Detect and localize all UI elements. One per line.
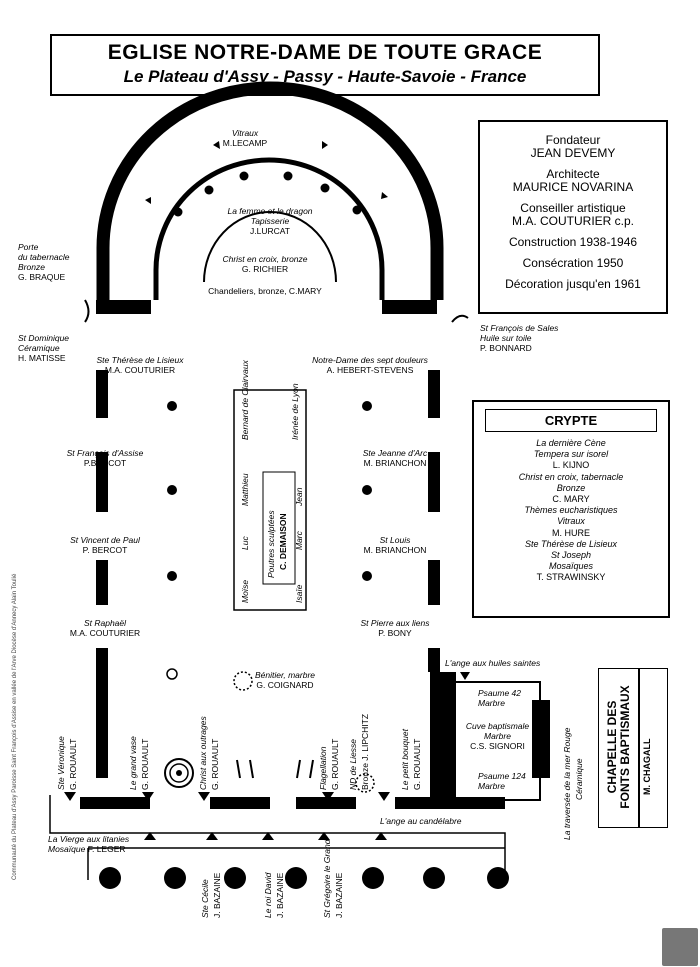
gregoire-artist: J. BAZAINE [334, 872, 344, 918]
poutres-label: Poutres sculptées [266, 510, 276, 578]
irenee-label: Irénée de Lyon [290, 383, 300, 440]
chandeliers-label: Chandeliers, bronze, C.MARY [208, 286, 322, 296]
construction-text: Construction 1938-1946 [508, 235, 638, 249]
francois-assise-label: St François d'Assise P.BERCOT [66, 448, 144, 468]
outrages-artist: G. ROUAULT [210, 738, 220, 790]
page-title: EGLISE NOTRE-DAME DE TOUTE GRACE [107, 41, 543, 64]
huiles-label: L'ange aux huiles saintes [445, 658, 541, 668]
crypte-detail: Vitraux [557, 516, 585, 527]
leger-label: La Vierge aux litanies Mosaïque F. LEGER [48, 834, 130, 854]
vitraux-label: Vitraux M.LECAMP [222, 128, 268, 148]
candelabre-label: L'ange au candélabre [380, 816, 462, 826]
david-artist: J. BAZAINE [275, 872, 285, 918]
moise-label: Moïse [240, 579, 250, 603]
architect-label: Architecte [546, 167, 600, 181]
demaison-label: C. DEMAISON [278, 513, 288, 570]
cecile-artist: J. BAZAINE [212, 872, 222, 918]
crypte-detail: Tempera sur isorel [533, 449, 609, 460]
crypte-artist: M. HURE [552, 527, 590, 538]
apse-stars [145, 141, 388, 204]
grand-vase-artist: G. ROUAULT [140, 738, 150, 790]
nd-douleurs-label: Notre-Dame des sept douleurs A. HEBERT-S… [312, 355, 428, 375]
info-box: Fondateur JEAN DEVEMY Architecte MAURICE… [478, 120, 668, 314]
flagellation-label: Flagellation [318, 746, 328, 790]
advisor-label: Conseiller artistique [520, 201, 626, 215]
liesse-label: ND de Liesse [348, 738, 358, 790]
tapestry-label: La femme et le dragon Tapisserie J.LURCA… [227, 206, 313, 236]
crypte-artist: T. STRAWINSKY [536, 572, 606, 583]
bernard-label: Bernard de Clairvaux [240, 360, 250, 440]
founder-label: Fondateur [545, 133, 601, 147]
choir-dots [173, 171, 362, 217]
crypte-detail: St Joseph [550, 550, 592, 561]
crypte-detail: Bronze [556, 482, 586, 493]
founder-name: JEAN DEVEMY [530, 146, 616, 160]
petit-bouquet-label: Le petit bouquet [400, 729, 410, 790]
chapel-divider [638, 668, 640, 828]
grand-vase-label: Le grand vase [128, 736, 138, 790]
crypte-artist: C. MARY [552, 494, 590, 505]
psaume124-label: Psaume 124 Marbre [478, 771, 526, 791]
cuve-label: Cuve baptismale Marbre C.S. SIGNORI [465, 721, 530, 751]
outrages-label: Christ aux outrages [198, 716, 208, 790]
grand-vase-icon [164, 758, 194, 788]
christ-label: Christ en croix, bronze G. RICHIER [222, 254, 308, 274]
crypte-list: La dernière Cène Tempera sur isorel L. K… [474, 438, 668, 584]
center-frame [233, 389, 307, 611]
corner-thumbnail [662, 928, 698, 966]
crypte-work: Christ en croix, tabernacle [518, 471, 624, 482]
chagall-label: M. CHAGALL [642, 738, 652, 796]
credit-text: Communauté du Plateau d'Assy Paroisse Sa… [12, 573, 18, 880]
choir-arc [153, 157, 385, 300]
lipchitz-label: Bronze J. LIPCHITZ [360, 713, 370, 790]
crypte-work: La dernière Cène [536, 438, 606, 448]
louis-label: St Louis M. BRIANCHON [363, 535, 427, 555]
crypte-work: Mosaïques [548, 561, 594, 572]
architect-name: MAURICE NOVARINA [512, 180, 634, 194]
veronique-label: Ste Véronique [56, 736, 66, 790]
crypte-box: CRYPTE La dernière Cène Tempera sur isor… [472, 400, 670, 618]
entrance-wall [80, 797, 505, 809]
jeanne-label: Ste Jeanne d'Arc M. BRIANCHON [362, 448, 428, 468]
nave-columns [167, 401, 372, 581]
petit-bouquet-artist: G. ROUAULT [412, 738, 422, 790]
matthieu-label: Matthieu [240, 473, 250, 506]
braque-label: Porte du tabernacle Bronze G. BRAQUE [18, 242, 70, 282]
jean-label: Jean [294, 487, 304, 506]
chapel-box [598, 668, 668, 828]
pierre-label: St Pierre aux liens P. BONY [360, 618, 430, 638]
marc-label: Marc [294, 531, 304, 550]
raphael-label: St Raphaël M.A. COUTURIER [69, 618, 141, 638]
matisse-label: St Dominique Céramique H. MATISSE [18, 333, 70, 363]
nave-walls [96, 370, 456, 802]
david-label: Le roi David [263, 872, 273, 918]
cecile-label: Ste Cécile [200, 879, 210, 918]
apse-outer-wall [96, 81, 444, 300]
luc-label: Luc [240, 536, 250, 550]
vincent-label: St Vincent de Paul P. BERCOT [70, 535, 140, 555]
psaume42-label: Psaume 42 Marbre [478, 688, 521, 708]
advisor-name: M.A. COUTURIER c.p. [511, 214, 634, 228]
consecration-text: Consécration 1950 [522, 256, 624, 270]
crypte-title: CRYPTE [485, 409, 657, 432]
bonnard-label: St François de Sales Huile sur toile P. … [480, 323, 559, 353]
benitier-label: Bénitier, marbre G. COIGNARD [255, 670, 315, 690]
decoration-text: Décoration jusqu'en 1961 [505, 277, 641, 291]
therese-label: Ste Thérèse de Lisieux M.A. COUTURIER [96, 355, 184, 375]
crypte-work: Thèmes eucharistiques [524, 505, 618, 516]
veronique-artist: G. ROUAULT [68, 738, 78, 790]
flagellation-artist: G. ROUAULT [330, 738, 340, 790]
crypte-work: Ste Thérèse de Lisieux [524, 538, 618, 549]
poutres-frame [262, 471, 296, 585]
traversee-mat: Céramique [574, 758, 584, 800]
isaie-label: Isaïe [294, 584, 304, 603]
chapel-title: CHAPELLE DES FONTS BAPTISMAUX [605, 685, 632, 809]
porch-columns [99, 867, 509, 889]
gregoire-label: St Grégoire le Grand [322, 839, 332, 918]
traversee-label: La traversée de la mer Rouge [562, 727, 572, 840]
crypte-artist: L. KIJNO [552, 460, 590, 471]
page-subtitle: Le Plateau d'Assy - Passy - Haute-Savoie… [123, 67, 527, 86]
altar-arc [203, 211, 337, 283]
